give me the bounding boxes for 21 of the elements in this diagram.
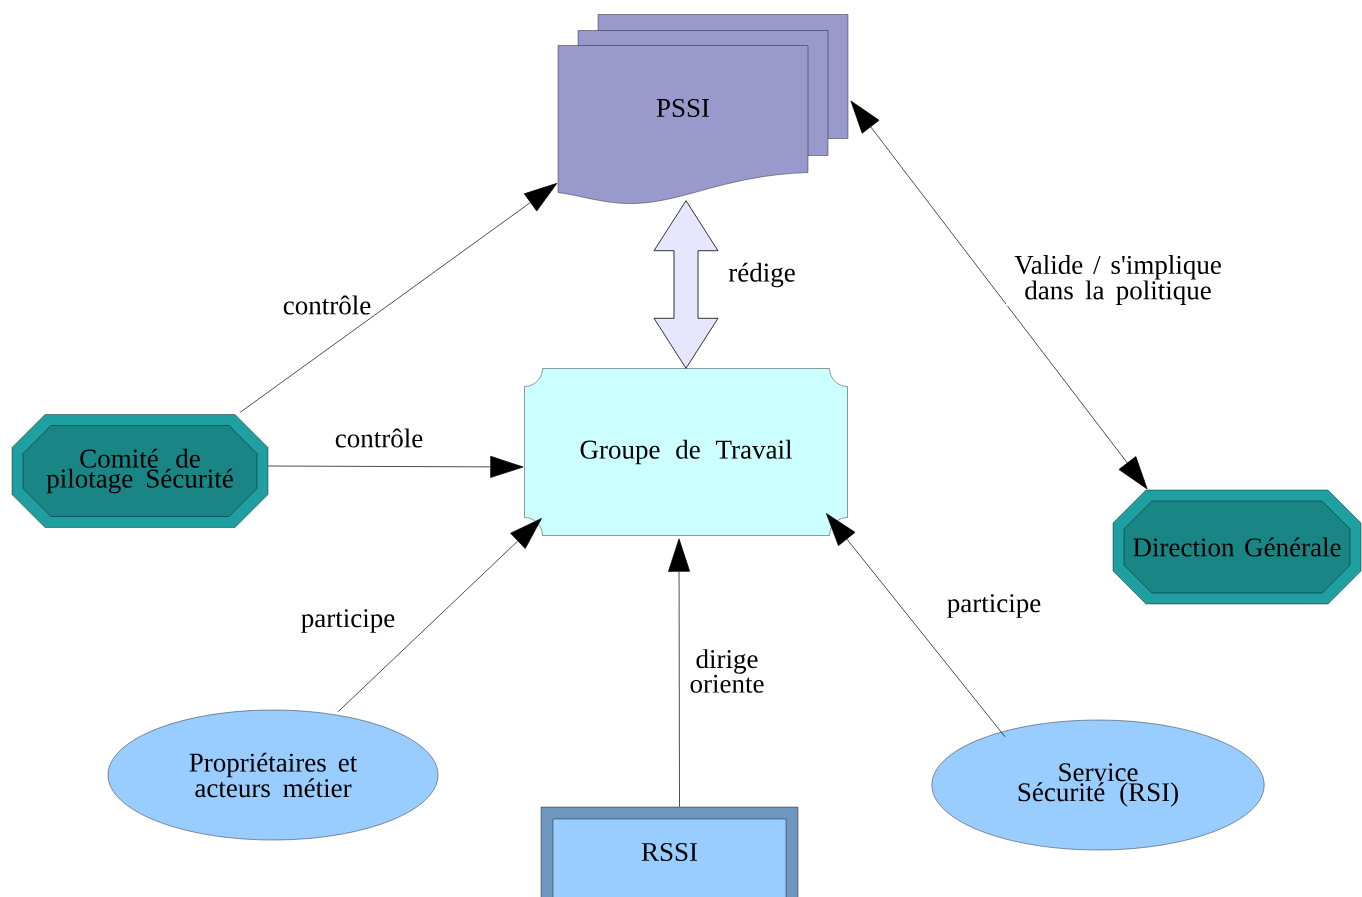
ellipse-node: Propriétaires et acteurs métier [107, 709, 439, 841]
arrow [337, 518, 542, 713]
edge-label: participe [945, 593, 1043, 619]
arrow [826, 513, 1006, 738]
arrow [267, 455, 524, 478]
edge-label: Valide / s'implique dans la politique [1006, 254, 1230, 306]
edge-label: dirige oriente [686, 648, 768, 694]
document-stack: PSSI [557, 14, 849, 204]
edge-label: contrôle [281, 294, 373, 316]
process-box: Groupe de Travail [524, 368, 848, 536]
double-arrow [653, 200, 719, 369]
edge-label: participe [299, 608, 397, 634]
arrow [668, 538, 691, 808]
ellipse-node: Service Sécurité (RSI) [931, 719, 1265, 851]
octagon-box: Direction Générale [1112, 489, 1362, 605]
octagon-box: Comité de pilotage Sécurité [11, 414, 269, 528]
arrow [850, 100, 1148, 490]
bevel-box: RSSI [540, 806, 799, 897]
arrow [239, 183, 558, 413]
edge-label: contrôle [333, 427, 425, 449]
edge-label: rédige [727, 261, 797, 289]
